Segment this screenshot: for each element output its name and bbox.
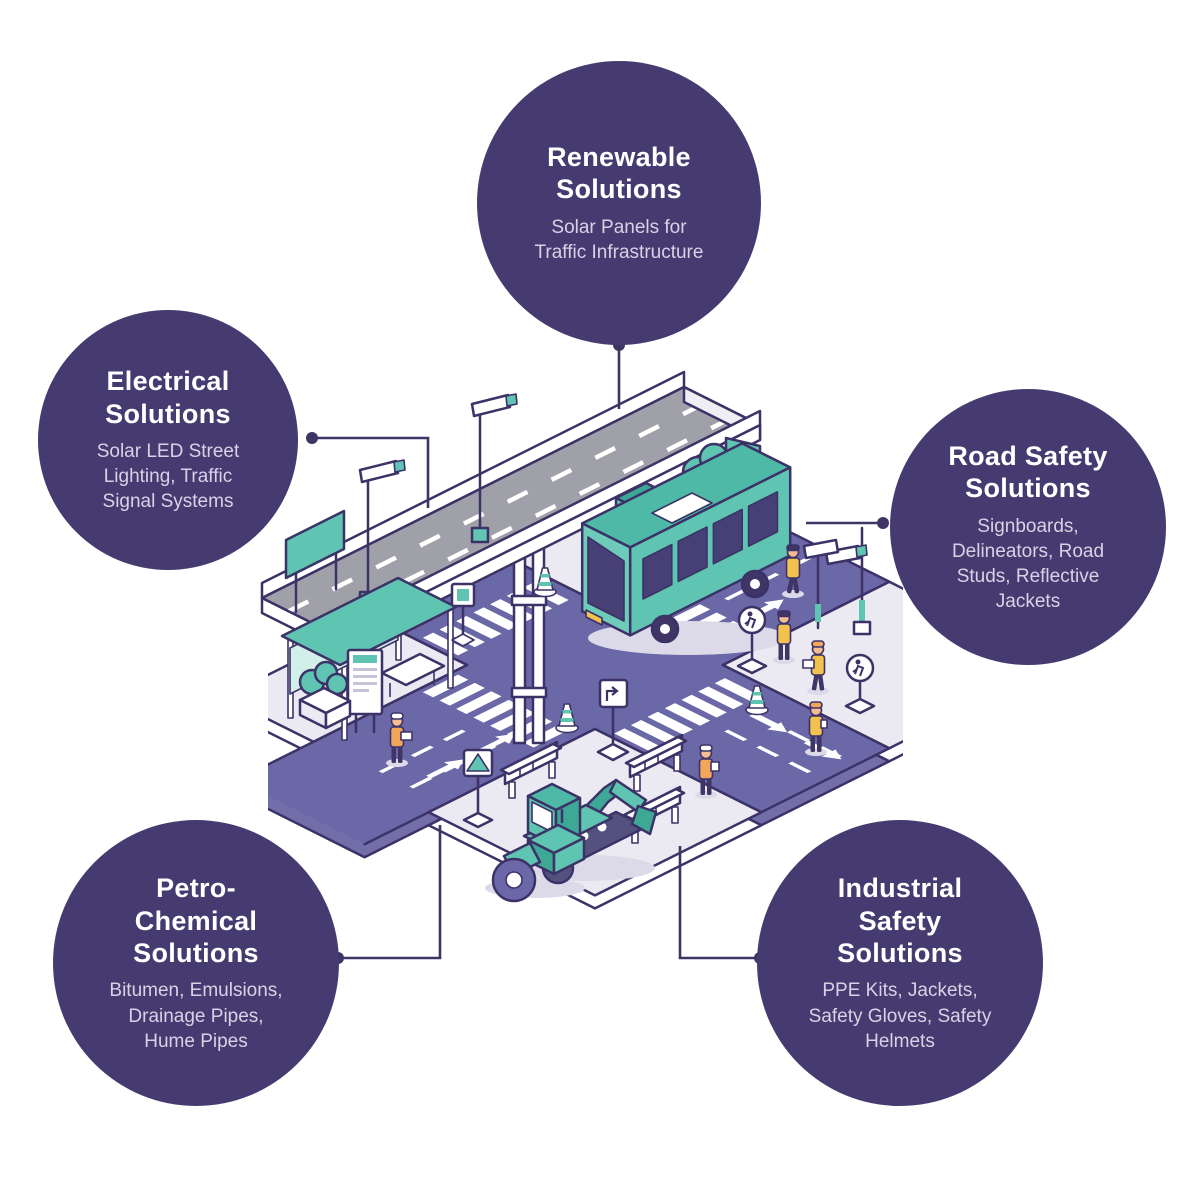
node-electrical-solutions: Electrical Solutions Solar LED Street Li… [38,310,298,570]
node-petro-chemical-solutions: Petro- Chemical Solutions Bitumen, Emuls… [53,820,339,1106]
safety-barrier-2 [624,733,688,792]
pedestrian-sign-2 [844,653,876,715]
node-subtitle: Solar LED Street Lighting, Traffic Signa… [96,441,240,513]
worker-west [386,712,413,767]
cctv-pole-east [802,538,840,630]
pedestrian-walking [782,544,804,598]
sidewalk-east [723,582,903,748]
worker-clipboard [802,640,829,695]
node-subtitle: Signboards, Delineators, Road Studs, Ref… [951,515,1105,612]
node-title: Petro- Chemical Solutions [133,873,259,969]
connector-industrial-safety [678,846,766,964]
planter-tree-west [298,660,352,730]
connector-renewable [613,339,625,409]
teal-signboard [284,509,346,614]
node-title: Industrial Safety Solutions [837,873,963,969]
node-subtitle: Solar Panels for Traffic Infrastructure [534,216,704,263]
pedestrian-sign-1 [736,605,768,675]
small-sign-nw [450,582,476,647]
connector-electrical [306,432,430,508]
node-title: Road Safety Solutions [948,440,1108,504]
node-title: Renewable Solutions [547,142,691,205]
traffic-cone-1 [533,567,557,598]
node-title: Electrical Solutions [105,366,231,429]
worker-phone [805,701,828,756]
connector-road-safety [806,517,889,529]
node-road-safety-solutions: Road Safety Solutions Signboards, Deline… [890,389,1166,665]
traffic-cone-2 [555,703,579,734]
city-bus [580,442,792,655]
node-renewable-solutions: Renewable Solutions Solar Panels for Tra… [477,61,761,345]
street-lamp-pole [824,526,872,636]
cctv-pole-mid [470,393,518,544]
worker-center [695,744,720,799]
node-subtitle: Bitumen, Emulsions, Drainage Pipes, Hume… [109,980,283,1052]
node-industrial-safety-solutions: Industrial Safety Solutions PPE Kits, Ja… [757,820,1043,1106]
direction-sign [596,678,630,762]
warning-triangle-sign [462,748,494,829]
flyover-road [260,370,762,653]
road-roller [485,808,586,903]
safety-barrier-1 [499,740,563,799]
node-subtitle: PPE Kits, Jackets, Safety Gloves, Safety… [808,980,992,1052]
pedestrian-standing [773,610,795,664]
traffic-cone-3 [745,685,769,716]
